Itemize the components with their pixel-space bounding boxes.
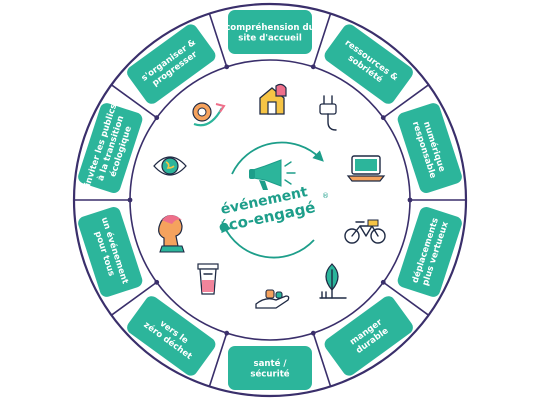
house-shop-icon bbox=[259, 83, 287, 115]
electric-plug-icon bbox=[319, 95, 337, 131]
segment-pad bbox=[228, 10, 312, 54]
cycle-arrow-upper bbox=[231, 141, 324, 175]
segment-divider bbox=[110, 84, 158, 119]
cycle-arrow-lower bbox=[221, 221, 315, 259]
eye-globe-icon bbox=[153, 156, 187, 176]
segment-pad bbox=[78, 103, 143, 194]
segment-pad bbox=[397, 206, 462, 297]
segment-divider bbox=[208, 13, 228, 68]
segment-pad bbox=[127, 24, 216, 104]
segment-6[interactable]: santé /sécurité bbox=[228, 346, 312, 390]
segment-label: site d'accueil bbox=[238, 33, 302, 43]
divider-dot bbox=[224, 64, 230, 70]
segment-pad bbox=[397, 103, 462, 194]
segment-label: compréhension du bbox=[225, 22, 315, 33]
divider-dot bbox=[380, 279, 386, 285]
divider-dot bbox=[310, 64, 316, 70]
segment-divider bbox=[208, 332, 228, 387]
cycle-arrows bbox=[221, 141, 324, 259]
divider-dot bbox=[224, 330, 230, 336]
divider-dot bbox=[154, 279, 160, 285]
segment-pad bbox=[78, 206, 143, 297]
segment-divider bbox=[110, 281, 158, 316]
plant-fork-icon bbox=[319, 263, 347, 299]
registered-mark: ® bbox=[322, 192, 329, 200]
progress-arrow-icon bbox=[192, 102, 226, 127]
divider-dot bbox=[407, 197, 413, 203]
divider-dot bbox=[154, 115, 160, 121]
segment-pad bbox=[127, 296, 216, 376]
segment-label: sécurité bbox=[250, 368, 289, 379]
segment-2[interactable]: ressources &sobriété bbox=[322, 22, 416, 107]
segment-divider bbox=[382, 84, 430, 119]
hand-care-icon bbox=[255, 289, 290, 309]
megaphone-icon bbox=[249, 159, 296, 190]
bicycle-icon bbox=[344, 219, 386, 244]
divider-dot bbox=[127, 197, 133, 203]
segment-pad bbox=[324, 24, 413, 104]
segment-label: santé / bbox=[253, 358, 287, 369]
laptop-icon bbox=[346, 155, 386, 182]
divider-dot bbox=[380, 115, 386, 121]
segment-dividers bbox=[74, 13, 466, 387]
person-profile-icon bbox=[158, 215, 185, 253]
segment-pad bbox=[228, 346, 312, 390]
segment-divider bbox=[382, 281, 430, 316]
divider-dot bbox=[310, 330, 316, 336]
segment-divider bbox=[312, 13, 332, 68]
segment-pad bbox=[324, 296, 413, 376]
segment-divider bbox=[312, 332, 332, 387]
jar-icon bbox=[197, 263, 219, 295]
